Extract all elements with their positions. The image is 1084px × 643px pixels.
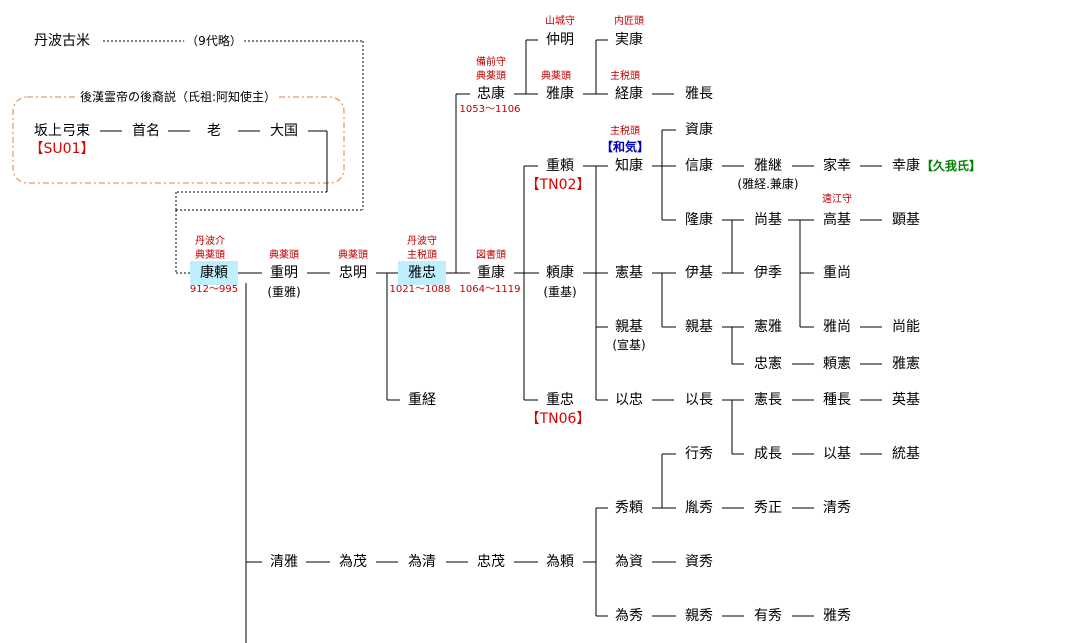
person-hideyori: 秀頼 xyxy=(615,500,643,516)
title-saneyasu: 内匠頭 xyxy=(614,16,644,27)
alias-yorimoto: (重基) xyxy=(543,285,577,299)
person-tamehide: 為秀 xyxy=(615,608,643,624)
person-masanao: 雅尚 xyxy=(823,319,851,335)
alias-masatsugu: (雅経.兼康) xyxy=(737,177,799,191)
person-shigeyori: 重頼 xyxy=(546,158,574,174)
person-tomoyasu: 知康 xyxy=(615,158,643,174)
title-tsuneyasu: 主税頭 xyxy=(610,71,640,82)
note-descent-theory: 後漢霊帝の後裔説（氏祖:阿知使主） xyxy=(77,90,279,104)
title-takamoto: 遠江守 xyxy=(822,194,852,205)
title-masatada-1: 丹波守 xyxy=(407,236,437,247)
person-mochinaga: 以長 xyxy=(685,392,713,408)
person-naomoto: 尚基 xyxy=(754,212,782,228)
person-tadashige: 忠茂 xyxy=(477,554,505,570)
person-munemoto: 統基 xyxy=(892,446,920,462)
person-tsuneyasu: 経康 xyxy=(615,86,643,102)
title-tadaaki: 典薬頭 xyxy=(338,250,368,261)
years-masatada: 1021～1088 xyxy=(389,284,451,295)
person-yorinori: 頼憲 xyxy=(823,356,851,372)
person-kiyohide: 清秀 xyxy=(823,500,851,516)
note-nine-generations: （9代略） xyxy=(184,34,244,48)
years-tadayasu: 1053～1106 xyxy=(459,104,521,115)
person-mochitada: 以忠 xyxy=(615,392,643,408)
person-tanba-kome: 丹波古米 xyxy=(34,33,90,49)
alias-chikamoto: (宣基) xyxy=(612,338,646,352)
person-okuni: 大国 xyxy=(270,123,298,139)
title-masatada-2: 主税頭 xyxy=(407,250,437,261)
person-takamoto: 高基 xyxy=(823,212,851,228)
title-yasuyori-2: 典薬頭 xyxy=(195,250,225,261)
person-masatada: 雅忠 xyxy=(398,261,446,285)
person-tameyori: 為頼 xyxy=(546,554,574,570)
person-tadaaki: 忠明 xyxy=(339,265,367,281)
person-shigeaki: 重明 xyxy=(270,265,298,281)
tag-su01: 【SU01】 xyxy=(29,141,95,157)
title-yasuyori-1: 丹波介 xyxy=(195,236,225,247)
person-oi: 老 xyxy=(207,123,221,139)
person-akimoto: 顕基 xyxy=(892,212,920,228)
person-sakanoue: 坂上弓束 xyxy=(34,123,90,139)
person-yukihide: 行秀 xyxy=(685,446,713,462)
person-hidemoto: 英基 xyxy=(892,392,920,408)
person-sachiyasu: 幸康 xyxy=(892,158,920,174)
person-saneyasu: 実康 xyxy=(615,32,643,48)
person-tamesuke: 為資 xyxy=(615,554,643,570)
person-masayasu: 雅康 xyxy=(546,86,574,102)
person-arihide: 有秀 xyxy=(754,608,782,624)
tag-tn06: 【TN06】 xyxy=(525,411,591,427)
person-masahide: 雅秀 xyxy=(823,608,851,624)
person-shigenao: 重尚 xyxy=(823,265,851,281)
person-masanori: 雅憲 xyxy=(892,356,920,372)
title-tadayasu-2: 典薬頭 xyxy=(476,71,506,82)
title-tadayasu-1: 備前守 xyxy=(476,57,506,68)
person-tanehide: 胤秀 xyxy=(685,500,713,516)
title-shigeyasu: 図書頭 xyxy=(476,250,506,261)
person-nakaaki: 仲明 xyxy=(546,32,574,48)
tag-waki: 【和気】 xyxy=(600,140,650,154)
person-masanaga: 雅長 xyxy=(685,86,713,102)
person-shigeyasu: 重康 xyxy=(477,265,505,281)
years-shigeyasu: 1064～1119 xyxy=(459,284,521,295)
years-yasuyori: 912～995 xyxy=(189,284,239,295)
person-sukeyasu: 資康 xyxy=(685,122,713,138)
person-korekuni: 伊季 xyxy=(754,265,782,281)
title-masayasu: 典薬頭 xyxy=(541,71,571,82)
person-norinaga: 憲長 xyxy=(754,392,782,408)
person-chikamoto: 親基 xyxy=(615,319,643,335)
person-tamekiyo: 為清 xyxy=(408,554,436,570)
person-nobuyasu: 信康 xyxy=(685,158,713,174)
person-takayasu: 隆康 xyxy=(685,212,713,228)
person-masatsugu: 雅継 xyxy=(754,158,782,174)
title-nakaaki: 山城守 xyxy=(545,16,575,27)
person-chikamoto-2: 親基 xyxy=(685,319,713,335)
person-iesachi: 家幸 xyxy=(823,158,851,174)
person-shigetada: 重忠 xyxy=(546,392,574,408)
person-norimoto: 憲基 xyxy=(615,265,643,281)
person-sukehide: 資秀 xyxy=(685,554,713,570)
title-tomoyasu: 主税頭 xyxy=(610,126,640,137)
person-koremoto: 伊基 xyxy=(685,265,713,281)
person-tadanori: 忠憲 xyxy=(754,356,782,372)
person-obitona: 首名 xyxy=(132,123,160,139)
person-tadayasu: 忠康 xyxy=(477,86,505,102)
person-narinaga: 成長 xyxy=(754,446,782,462)
tag-kuga: 【久我氏】 xyxy=(921,159,982,173)
person-norimasa: 憲雅 xyxy=(754,319,782,335)
person-tanenaga: 種長 xyxy=(823,392,851,408)
person-mochimoto: 以基 xyxy=(823,446,851,462)
person-hidemasa: 秀正 xyxy=(754,500,782,516)
tag-tn02: 【TN02】 xyxy=(525,177,591,193)
person-yorimoto: 頼康 xyxy=(546,265,574,281)
alias-shigeaki: (重雅) xyxy=(267,285,301,299)
person-shigetsune: 重経 xyxy=(408,392,436,408)
person-yasuyori: 康頼 xyxy=(190,261,238,285)
title-shigeaki: 典薬頭 xyxy=(269,250,299,261)
person-tameshige: 為茂 xyxy=(339,554,367,570)
person-chikahide: 親秀 xyxy=(685,608,713,624)
person-naoyoshi: 尚能 xyxy=(892,319,920,335)
person-kiyomasa: 清雅 xyxy=(270,554,298,570)
